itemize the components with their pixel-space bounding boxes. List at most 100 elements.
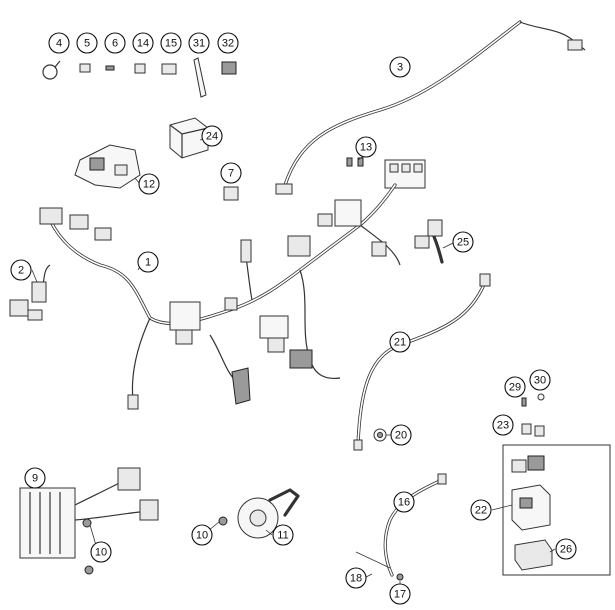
callout-label: 23: [497, 420, 509, 432]
callout-label: 24: [206, 131, 218, 143]
callout-10: 10: [191, 524, 213, 546]
callout-circle: [138, 173, 160, 195]
part-10-nut: [84, 565, 94, 575]
part-20-grommet: [373, 428, 387, 442]
callout-label: 10: [196, 530, 208, 542]
callout-circle: [389, 331, 411, 353]
callout-32: 32: [217, 32, 239, 54]
callout-label: 11: [277, 530, 288, 542]
callout-label: 20: [395, 430, 407, 442]
callout-29: 29: [504, 376, 526, 398]
callout-label: 3: [397, 62, 403, 74]
callout-9: 9: [24, 467, 46, 489]
callout-label: 12: [143, 179, 155, 191]
callout-circle: [389, 56, 411, 78]
callout-label: 10: [95, 547, 107, 559]
callout-24: 24: [201, 125, 223, 147]
callout-label: 1: [145, 257, 151, 269]
callout-circle: [104, 32, 126, 54]
callout-label: 21: [394, 337, 406, 349]
callout-21: 21: [389, 331, 411, 353]
callout-12: 12: [138, 173, 160, 195]
part-13-fusebox: [346, 157, 426, 189]
part-30-washer: [537, 393, 545, 401]
callout-1: 1: [137, 251, 159, 273]
part-7-relay: [223, 186, 239, 201]
part-29-screw: [521, 397, 527, 407]
callout-4: 4: [48, 32, 70, 54]
callout-circle: [217, 32, 239, 54]
callout-circle: [529, 369, 551, 391]
callout-label: 30: [534, 375, 546, 387]
callout-label: 25: [457, 237, 469, 249]
callout-30: 30: [529, 369, 551, 391]
cable-3: [275, 20, 586, 195]
part-2-connectors: [9, 264, 51, 321]
callout-label: 22: [475, 505, 487, 517]
callout-label: 26: [560, 544, 572, 556]
callout-15: 15: [160, 32, 182, 54]
callout-13: 13: [355, 136, 377, 158]
callout-20: 20: [390, 424, 412, 446]
callout-label: 13: [360, 142, 372, 154]
cable-16: [355, 473, 447, 581]
callout-label: 31: [193, 38, 205, 50]
part-24-cover: [169, 117, 209, 159]
callout-label: 18: [350, 573, 362, 585]
callout-label: 15: [165, 38, 177, 50]
callout-label: 6: [112, 38, 118, 50]
callout-circle: [160, 32, 182, 54]
callout-3: 3: [389, 56, 411, 78]
callout-22: 22: [470, 499, 492, 521]
part-23-clip: [521, 423, 532, 435]
callout-label: 9: [32, 473, 38, 485]
main-harness-1: [39, 183, 401, 410]
part-10-nut: [218, 516, 228, 526]
callout-label: 14: [137, 38, 149, 50]
callout-circle: [389, 583, 411, 605]
part-25-connector: [414, 219, 444, 264]
callout-10: 10: [90, 541, 112, 563]
part-23-clip: [534, 425, 545, 437]
part-9-regulator: [19, 467, 159, 559]
callout-16: 16: [393, 491, 415, 513]
callout-17: 17: [389, 583, 411, 605]
callout-circle: [355, 136, 377, 158]
callout-circle: [132, 32, 154, 54]
part-10-nut: [82, 518, 92, 528]
callout-circle: [492, 414, 514, 436]
callout-label: 5: [84, 38, 90, 50]
callout-circle: [48, 32, 70, 54]
callout-circle: [470, 499, 492, 521]
callout-7: 7: [220, 162, 242, 184]
callout-31: 31: [188, 32, 210, 54]
callout-circle: [10, 259, 32, 281]
callout-circle: [201, 125, 223, 147]
callout-14: 14: [132, 32, 154, 54]
callout-label: 17: [394, 589, 406, 601]
small-parts-row: [42, 57, 237, 98]
callout-label: 29: [509, 382, 521, 394]
relay-group-box: [502, 444, 611, 576]
callout-circle: [24, 467, 46, 489]
callout-circle: [272, 524, 294, 546]
callout-label: 2: [18, 265, 24, 277]
callout-circle: [390, 424, 412, 446]
callout-circle: [191, 524, 213, 546]
callout-circle: [393, 491, 415, 513]
callout-2: 2: [10, 259, 32, 281]
part-12-bracket: [74, 144, 141, 189]
callout-label: 7: [228, 168, 234, 180]
callout-6: 6: [104, 32, 126, 54]
callout-label: 16: [398, 497, 410, 509]
callout-circle: [345, 567, 367, 589]
callout-circle: [220, 162, 242, 184]
callout-5: 5: [76, 32, 98, 54]
callout-circle: [452, 231, 474, 253]
callout-11: 11: [272, 524, 294, 546]
callout-circle: [188, 32, 210, 54]
callout-circle: [90, 541, 112, 563]
callout-18: 18: [345, 567, 367, 589]
